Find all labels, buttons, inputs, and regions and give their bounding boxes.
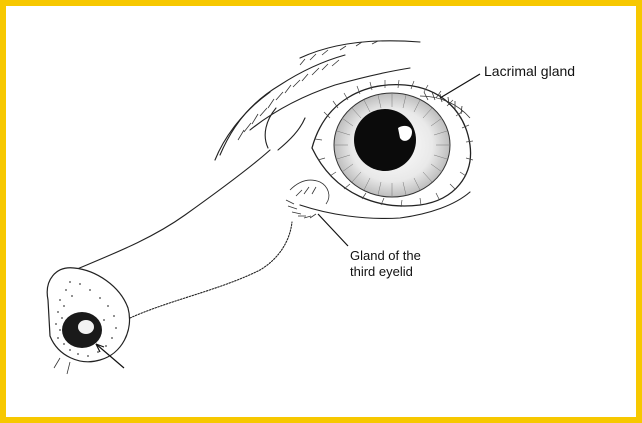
eye [312,80,473,207]
lacrimal-gland-leader [440,74,480,98]
nose [47,268,129,374]
third-eyelid-gland-label: Gland of the third eyelid [350,248,421,280]
third-eyelid-gland-shape [286,180,329,218]
third-eyelid-label-line1: Gland of the [350,248,421,264]
third-eyelid-label-line2: third eyelid [350,264,421,280]
third-eyelid-leader [318,214,348,246]
lacrimal-gland-label: Lacrimal gland [484,63,575,79]
